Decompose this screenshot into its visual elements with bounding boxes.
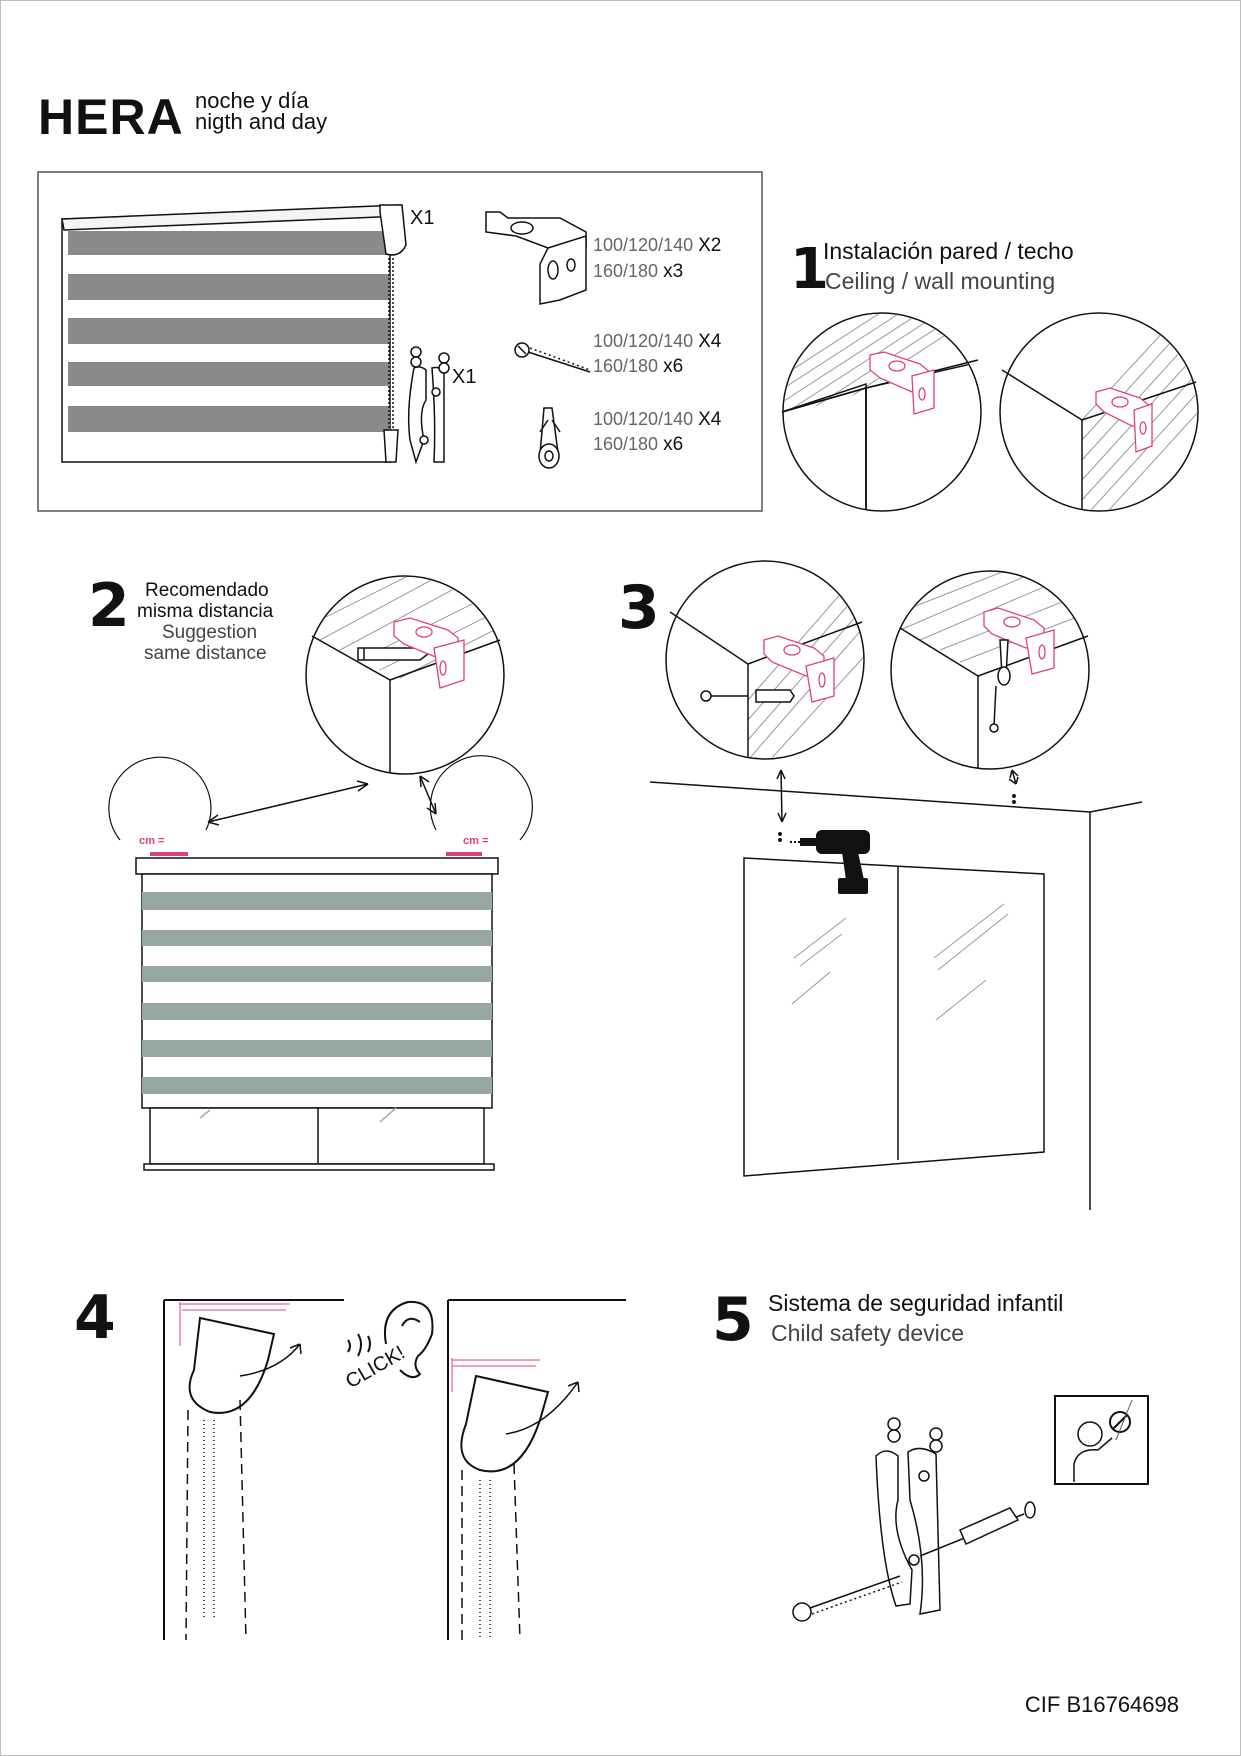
step1-wall-detail [999,312,1199,512]
step4-right-illustration [447,1299,626,1641]
step-2-en-line1: Suggestion [162,622,258,643]
child-warning-icon [1054,1395,1149,1485]
bracket-illustration [485,211,587,305]
step3-detail-circle-left [665,560,865,760]
subtitle-es: noche y día [195,88,309,113]
cm-label-right: cm = [463,835,489,847]
step-5-title-es: Sistema de seguridad infantil [768,1290,1064,1316]
subtitle-en: nigth and day [195,109,328,134]
cm-label-left: cm = [139,835,165,847]
blind-product-illustration [61,204,450,465]
step-2-number: 2 [88,571,130,641]
step-5-title-en: Child safety device [771,1320,965,1346]
step3-window-illustration [649,769,1143,1210]
step-5-number: 5 [712,1285,754,1355]
step2-small-circles [108,755,533,856]
step-4-number: 4 [74,1283,116,1353]
screw-qty-row-a: 100/120/140 X4 [593,331,722,352]
wall-plug-illustration [538,407,561,469]
blind-quantity: X1 [410,207,435,229]
step1-ceiling-detail [781,312,982,512]
plug-qty-row-b: 160/180 x6 [593,434,684,455]
child-safety-illustration [792,1417,1036,1622]
step2-distance-arrows [207,775,437,826]
step-1-title-es: Instalación pared / techo [823,238,1074,264]
screw-illustration [514,342,591,373]
bracket-qty-row-a: 100/120/140 X2 [593,235,722,256]
step-2-es-line1: Recomendado [145,580,269,601]
parts-box [37,171,763,512]
step-2-es-line2: misma distancia [137,601,274,622]
drill-icon [790,830,870,894]
step2-blind-illustration [135,857,499,1171]
step3-detail-circle-right [890,570,1090,770]
plug-qty-row-a: 100/120/140 X4 [593,409,722,430]
step-2-en-line2: same distance [144,643,267,664]
step-1-title-en: Ceiling / wall mounting [825,268,1056,294]
safety-device-quantity: X1 [452,366,477,388]
bracket-qty-row-b: 160/180 x3 [593,261,684,282]
step-3-number: 3 [618,573,660,643]
step2-detail-circle [305,575,505,775]
brand-title: HERA [38,89,184,145]
step4-left-illustration [163,1299,344,1641]
company-tax-id: CIF B16764698 [1024,1692,1179,1717]
screw-qty-row-b: 160/180 x6 [593,356,684,377]
step-1-number: 1 [790,237,829,302]
ear-icon [347,1300,434,1379]
